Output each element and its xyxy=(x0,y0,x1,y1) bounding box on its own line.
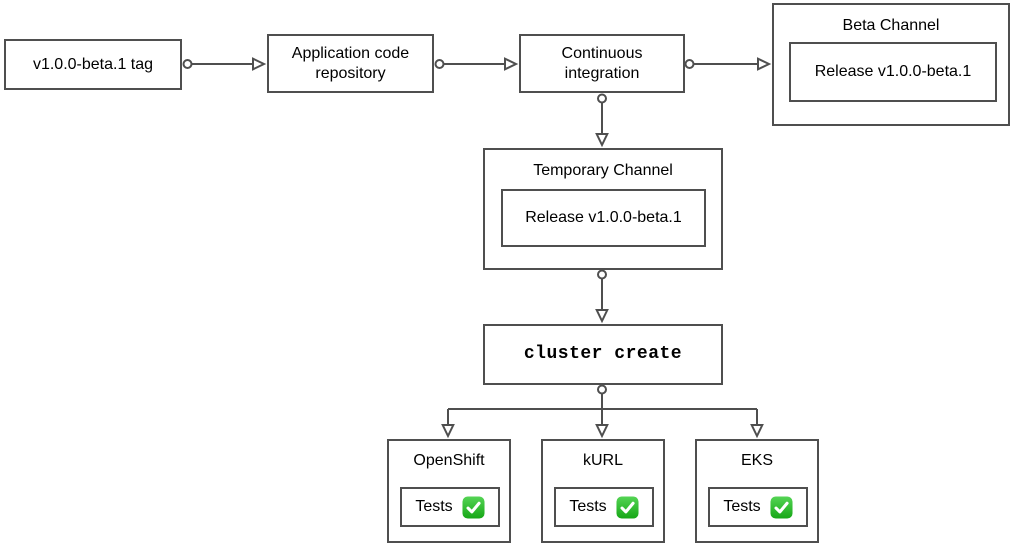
kurl-tests-box: Tests xyxy=(554,487,654,527)
node-platform-kurl: kURL Tests xyxy=(541,439,665,543)
tests-label: Tests xyxy=(723,498,761,515)
arrow-tag-to-repo xyxy=(182,57,267,71)
temporary-release-label: Release v1.0.0-beta.1 xyxy=(525,209,682,227)
node-continuous-integration: Continuous integration xyxy=(519,34,685,93)
node-ci-label: Continuous integration xyxy=(561,44,643,82)
arrow-ci-to-beta-channel xyxy=(684,57,772,71)
cluster-create-label: cluster create xyxy=(523,343,683,364)
tests-label: Tests xyxy=(415,498,453,515)
eks-tests-box: Tests xyxy=(708,487,808,527)
node-repo-label: Application code repository xyxy=(291,44,410,82)
node-version-tag: v1.0.0-beta.1 tag xyxy=(4,39,182,90)
eks-title: EKS xyxy=(740,452,773,469)
node-cluster-create-command: cluster create xyxy=(483,324,723,385)
node-application-code-repository: Application code repository xyxy=(267,34,434,93)
openshift-tests-box: Tests xyxy=(400,487,500,527)
check-mark-icon xyxy=(770,495,793,519)
beta-release-label: Release v1.0.0-beta.1 xyxy=(814,63,972,81)
openshift-title: OpenShift xyxy=(413,452,485,469)
node-temporary-channel: Temporary Channel Release v1.0.0-beta.1 xyxy=(483,148,723,270)
node-platform-openshift: OpenShift Tests xyxy=(387,439,511,543)
kurl-title: kURL xyxy=(582,452,623,469)
node-platform-eks: EKS Tests xyxy=(695,439,819,543)
node-beta-channel: Beta Channel Release v1.0.0-beta.1 xyxy=(772,3,1010,126)
arrow-temporary-to-cluster-create xyxy=(595,269,609,324)
temporary-channel-title: Temporary Channel xyxy=(533,162,673,179)
check-mark-icon xyxy=(616,495,639,519)
tests-label: Tests xyxy=(569,498,607,515)
arrow-ci-to-temporary-channel xyxy=(595,93,609,148)
node-version-tag-label: v1.0.0-beta.1 tag xyxy=(32,55,154,73)
node-beta-release: Release v1.0.0-beta.1 xyxy=(789,42,997,102)
beta-channel-title: Beta Channel xyxy=(842,17,940,34)
check-mark-icon xyxy=(462,495,485,519)
arrow-cluster-to-platforms xyxy=(441,384,764,439)
node-temporary-release: Release v1.0.0-beta.1 xyxy=(501,189,706,247)
arrow-repo-to-ci xyxy=(434,57,519,71)
